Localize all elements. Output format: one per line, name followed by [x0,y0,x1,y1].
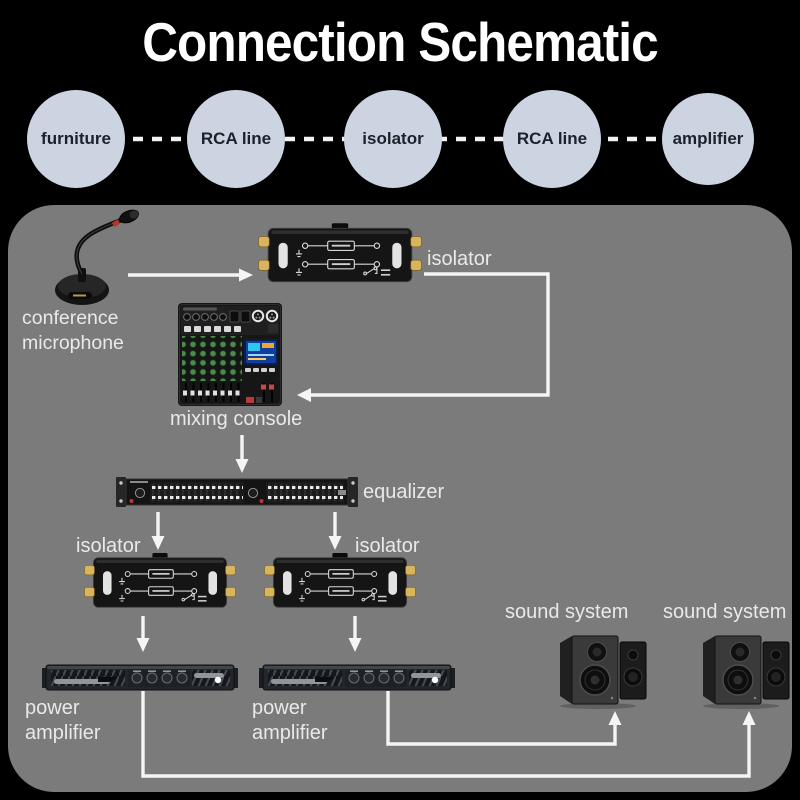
isolator-device-top [258,222,422,288]
equalizer-image [116,476,358,508]
page-title: Connection Schematic [142,11,659,73]
chain-node-label: furniture [41,129,111,148]
conference-microphone-image [50,204,146,308]
chain-node-rca-line-1: RCA line [187,90,285,188]
mixing-console-image [178,303,282,406]
power-amplifier-right-image [259,660,455,694]
chain-node-label: amplifier [672,129,744,148]
isolator-device-left [84,552,236,613]
label-equalizer: equalizer [363,481,445,503]
label-mixing-console: mixing console [170,408,303,430]
chain-node-label: RCA line [200,129,272,148]
chain-node-label: RCA line [516,129,588,148]
label-isolator-left: isolator [76,535,141,557]
sound-system-left-image [556,630,648,710]
chain-node-label: isolator [362,129,424,148]
chain-node-isolator: isolator [344,90,442,188]
label-sound-system-left: sound system [505,601,629,623]
sound-system-right-image [699,630,791,710]
power-amplifier-left-image [42,660,238,694]
label-power-amplifier-left: power amplifier [25,697,101,744]
label-power-amplifier-right: power amplifier [252,697,328,744]
label-sound-system-right: sound system [663,601,787,623]
chain-node-furniture: furniture [27,90,125,188]
chain-node-amplifier: amplifier [662,93,754,185]
label-isolator-top: isolator [427,248,492,270]
label-isolator-right: isolator [355,535,420,557]
isolator-device-right [264,552,416,613]
label-conference-microphone: conference microphone [22,307,124,354]
chain-node-rca-line-2: RCA line [503,90,601,188]
